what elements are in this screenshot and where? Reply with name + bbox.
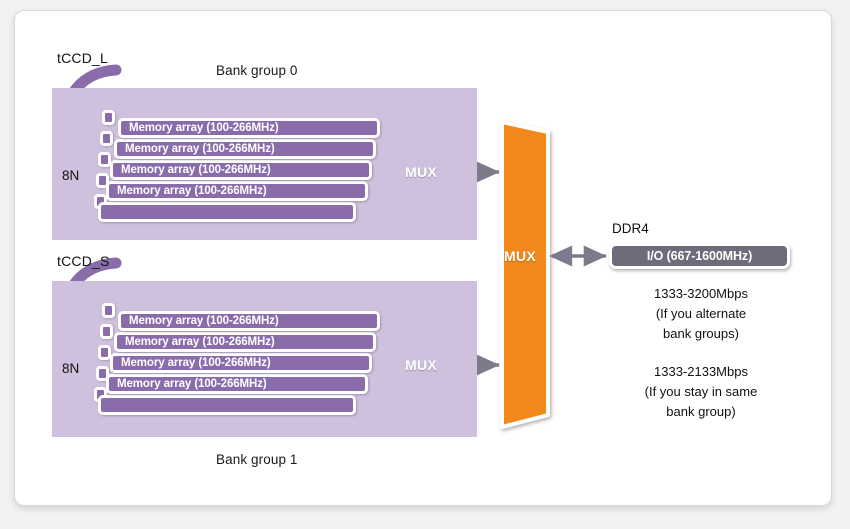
array-connector-nub: [100, 324, 113, 339]
bank-group-0-array-stack: Memory array (100-266MHz) Memory array (…: [94, 102, 380, 234]
tccd-l-label: tCCD_L: [57, 50, 108, 66]
rate-value: 1333-2133Mbps: [654, 364, 748, 379]
rate-condition-line-2: bank group): [666, 404, 736, 419]
io-box: I/O (667-1600MHz): [609, 243, 790, 269]
array-connector-nub: [102, 110, 115, 125]
bank-group-1-array-stack: Memory array (100-266MHz) Memory array (…: [94, 295, 380, 427]
array-connector-nub: [102, 303, 115, 318]
prefetch-label-bottom: 8N: [62, 361, 80, 376]
memory-array-row: Memory array (100-266MHz): [106, 374, 368, 394]
memory-array-row: Memory array (100-266MHz): [98, 202, 356, 222]
prefetch-label-top: 8N: [62, 168, 80, 183]
memory-array-row: Memory array (100-266MHz): [118, 311, 380, 331]
rate-condition-line-1: (If you stay in same: [644, 384, 758, 399]
bank-group-0-label: Bank group 0: [216, 63, 298, 78]
array-connector-nub: [96, 173, 109, 188]
array-connector-nub: [98, 345, 111, 360]
array-connector-nub: [100, 131, 113, 146]
array-connector-nub: [96, 366, 109, 381]
rate-value: 1333-3200Mbps: [654, 286, 748, 301]
array-connector-nub: [98, 152, 111, 167]
memory-array-row: Memory array (100-266MHz): [114, 332, 376, 352]
memory-array-row: Memory array (100-266MHz): [106, 181, 368, 201]
memory-array-row: Memory array (100-266MHz): [110, 353, 372, 373]
rate-note-same-bank-group: 1333-2133Mbps (If you stay in same bank …: [598, 362, 804, 422]
memory-array-row: Memory array (100-266MHz): [114, 139, 376, 159]
ddr4-label: DDR4: [612, 221, 649, 236]
rate-note-alternate-bank-groups: 1333-3200Mbps (If you alternate bank gro…: [598, 284, 804, 344]
bank-group-1-label: Bank group 1: [216, 452, 298, 467]
tccd-s-label: tCCD_S: [57, 253, 110, 269]
memory-array-row: Memory array (100-266MHz): [118, 118, 380, 138]
memory-array-row: Memory array (100-266MHz): [110, 160, 372, 180]
memory-array-row: Memory array (100-266MHz): [98, 395, 356, 415]
rate-condition-line-1: (If you alternate: [655, 306, 747, 321]
global-mux: [500, 120, 550, 429]
rate-condition-line-2: bank groups): [663, 326, 739, 341]
